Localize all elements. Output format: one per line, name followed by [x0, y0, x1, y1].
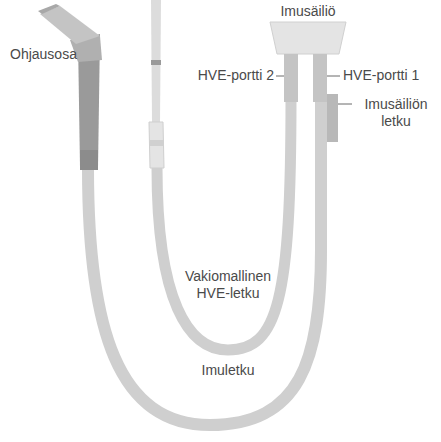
part-label: HVE-portti 1: [343, 67, 437, 84]
control-handpiece: [38, 4, 102, 170]
part-label: Imusäiliö: [266, 3, 350, 20]
part-label: Vakiomallinen HVE-letku: [176, 268, 280, 302]
hve-tip: [149, 0, 164, 168]
part-label: Imusäiliön letku: [354, 96, 438, 130]
suction-hose: [88, 98, 321, 425]
suction-canister: [270, 22, 346, 142]
part-label: Imuletku: [188, 362, 268, 379]
part-label: Ohjausosa: [10, 46, 82, 63]
part-label: HVE-portti 2: [186, 67, 274, 84]
leader-line: [327, 76, 340, 77]
hve-hose: [157, 98, 291, 350]
leader-line: [276, 76, 284, 77]
leader-line: [338, 104, 352, 105]
